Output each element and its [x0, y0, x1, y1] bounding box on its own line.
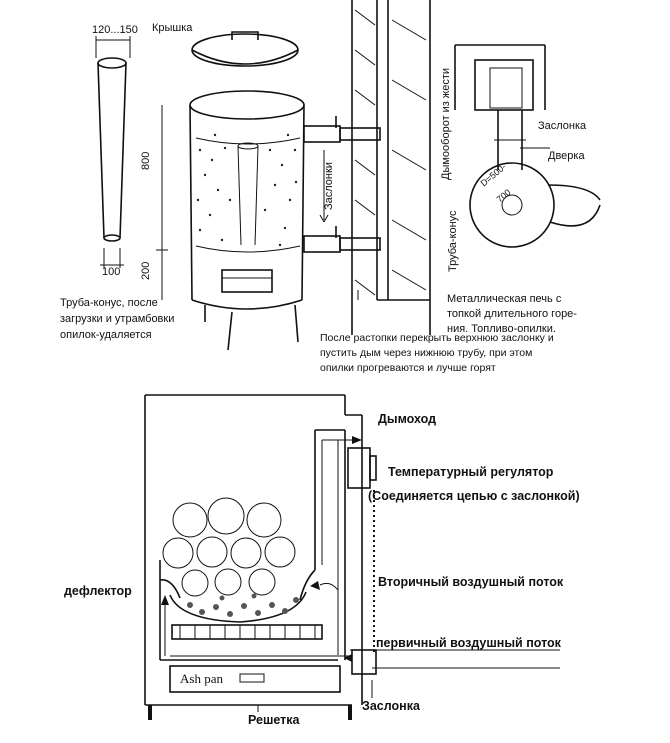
top-view-caption-line: Металлическая печь с: [447, 293, 562, 305]
deflector-label: дефлектор: [64, 584, 132, 598]
chimney-vertical-label: Дымооборот из жести: [440, 67, 452, 180]
top-view-caption: Металлическая печь с топкой длительного …: [447, 293, 577, 336]
top-view-damper-label: Заслонка: [538, 120, 587, 132]
procedure-caption: После растопки перекрыть верхнюю заслонк…: [320, 332, 554, 375]
top-view-caption-line: топкой длительного горе-: [447, 308, 577, 320]
cone-vertical-label: Труба-конус: [447, 210, 459, 272]
stove-cutaway: [144, 394, 560, 720]
procedure-caption-line: опилки прогреваются и лучше горят: [320, 362, 496, 374]
top-view-door-label: Дверка: [548, 150, 585, 162]
dim-cone-top: 120...150: [92, 24, 138, 36]
procedure-caption-line: пустить дым через нижнюю трубу, при этом: [320, 347, 533, 359]
barrel-stove: [156, 31, 381, 351]
dampers-vertical-label: Заслонки: [323, 162, 335, 210]
brick-wall: [351, 0, 431, 335]
cone-tube: [95, 36, 131, 268]
cone-caption-line: загрузки и утрамбовки: [60, 313, 175, 325]
cone-caption: Труба-конус, после загрузки и утрамбовки…: [60, 297, 174, 342]
regulator-note: (Соединяется цепью с заслонкой): [368, 489, 580, 503]
grate-label: Решетка: [248, 713, 300, 727]
primary-air-label: первичный воздушный поток: [376, 636, 561, 650]
ash-pan-label: Ash pan: [180, 671, 223, 686]
dim-cone-bottom: 100: [102, 266, 121, 278]
regulator-label: Температурный регулятор: [388, 465, 554, 479]
cone-caption-line: опилок-удаляется: [60, 329, 152, 341]
procedure-caption-line: После растопки перекрыть верхнюю заслонк…: [320, 332, 554, 344]
top-view-caption-line: ния. Топливо-опилки.: [447, 323, 556, 335]
height-lower-label: 200: [140, 261, 152, 280]
damper-label: Заслонка: [362, 699, 420, 713]
top-view-stove: [454, 44, 601, 248]
chimney-label: Дымоход: [378, 412, 437, 426]
lid-label: Крышка: [152, 22, 193, 34]
cone-caption-line: Труба-конус, после: [60, 297, 158, 309]
secondary-air-label: Вторичный воздушный поток: [378, 575, 564, 589]
height-upper-label: 800: [140, 151, 152, 170]
